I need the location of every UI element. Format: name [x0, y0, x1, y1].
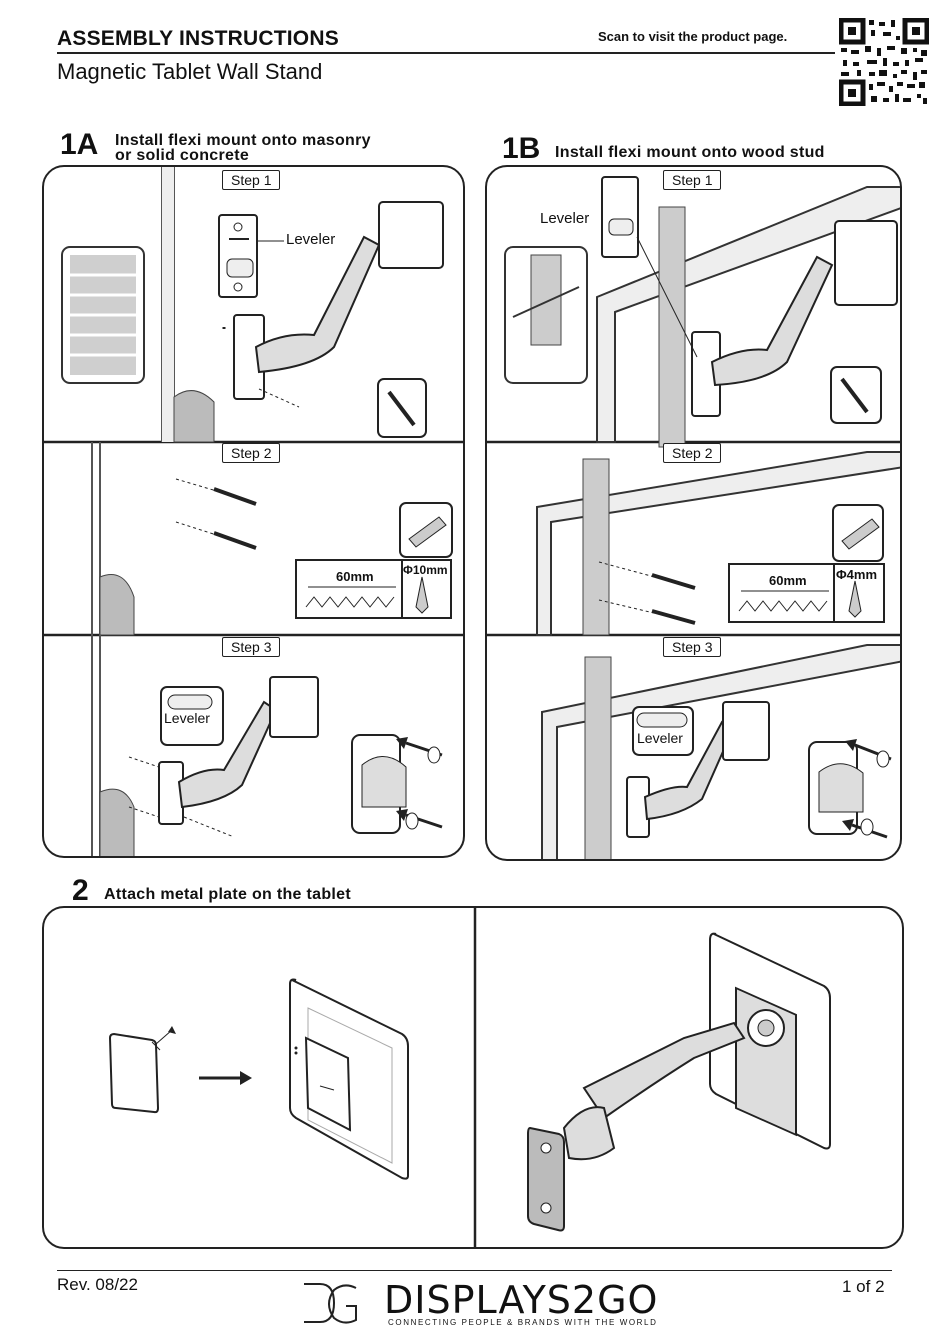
product-name: Magnetic Tablet Wall Stand	[57, 59, 323, 84]
qr-code[interactable]	[839, 18, 929, 106]
brand-logo: DISPLAYS2GO CONNECTING PEOPLE & BRANDS W…	[300, 1276, 660, 1334]
section-1b-title: Install flexi mount onto wood stud	[555, 144, 825, 161]
document-title: ASSEMBLY INSTRUCTIONS	[57, 27, 339, 50]
brand-tagline: CONNECTING PEOPLE & BRANDS WITH THE WORL…	[388, 1318, 658, 1327]
step-1-label: Step 1	[663, 170, 722, 190]
panel-2-illustration	[108, 908, 831, 1247]
header-rule	[57, 52, 835, 54]
panel-1a: Step 1 Step 2 Step 3 Leveler Leveler 60m…	[42, 165, 465, 858]
section-1a-title: Install flexi mount onto masonry or soli…	[115, 132, 371, 164]
revision-label: Rev. 08/22	[57, 1275, 138, 1294]
section-1a-title-line2: or solid concrete	[115, 147, 250, 164]
panel-2	[42, 906, 904, 1249]
step-3-label: Step 3	[222, 637, 281, 657]
step-2-label: Step 2	[222, 443, 281, 463]
section-1a-number: 1A	[60, 128, 99, 161]
section-2-number: 2	[72, 874, 89, 907]
drill-bit-size-label: Φ10mm	[403, 563, 448, 577]
brand-name: DISPLAYS2GO	[384, 1278, 659, 1322]
panel-1a-illustration	[44, 167, 463, 856]
leveler-label: Leveler	[164, 710, 210, 726]
step-2-label: Step 2	[663, 443, 722, 463]
leveler-label: Leveler	[286, 231, 336, 248]
drill-depth-label: 60mm	[769, 573, 807, 588]
leveler-label: Leveler	[540, 210, 590, 227]
drill-bit-size-label: Φ4mm	[836, 567, 878, 582]
section-2-title: Attach metal plate on the tablet	[104, 886, 351, 903]
section-1a-title-line1: Install flexi mount onto masonry	[115, 132, 371, 149]
step-1-label: Step 1	[222, 170, 281, 190]
page-number: 1 of 2	[842, 1277, 885, 1296]
panel-1b-illustration	[487, 176, 900, 859]
footer-rule	[57, 1270, 892, 1271]
scan-instruction: Scan to visit the product page.	[598, 29, 788, 44]
panel-1b: Step 1 Step 2 Step 3 Leveler Leveler 60m…	[485, 165, 902, 861]
leveler-label: Leveler	[637, 730, 683, 746]
drill-depth-label: 60mm	[336, 569, 374, 584]
section-1b-number: 1B	[502, 132, 541, 165]
step-3-label: Step 3	[663, 637, 722, 657]
brand-logo-mark	[304, 1283, 357, 1324]
